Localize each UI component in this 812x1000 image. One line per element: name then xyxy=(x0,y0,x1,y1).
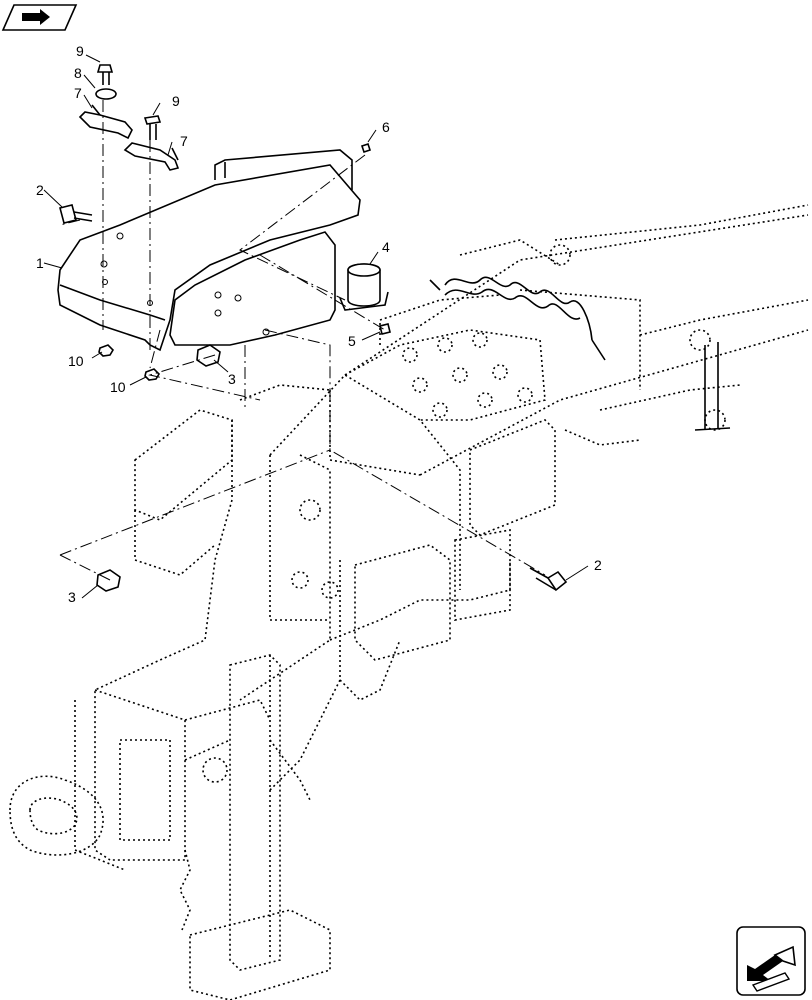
bolt-9-right xyxy=(143,115,162,140)
callout-3-upper: 3 xyxy=(228,371,236,387)
callout-9-right: 9 xyxy=(172,93,180,109)
callout-2-top: 2 xyxy=(36,182,44,198)
callout-7-left: 7 xyxy=(74,85,82,101)
drawbar-frame xyxy=(9,204,809,1000)
clamp-7-right xyxy=(123,142,180,171)
part-4-cylinder xyxy=(339,263,389,311)
callout-10-b: 10 xyxy=(110,379,126,395)
callout-1: 1 xyxy=(36,255,44,271)
nut-10-b xyxy=(144,368,161,381)
bolt-2-right xyxy=(529,567,568,592)
nut-3-upper xyxy=(196,344,221,367)
screw-6 xyxy=(360,142,372,154)
tension-spring xyxy=(429,276,606,361)
callout-9-left: 9 xyxy=(76,43,84,59)
leader-lines xyxy=(43,54,589,599)
bolt-9-left xyxy=(96,64,114,85)
callout-3-lower: 3 xyxy=(68,589,76,605)
direction-arrow-icon[interactable] xyxy=(735,925,807,997)
washer-8 xyxy=(95,88,117,100)
clamp-7-left xyxy=(78,104,133,140)
assembly-centerlines xyxy=(59,100,546,581)
callout-2-right: 2 xyxy=(594,557,602,573)
bolt-2-top xyxy=(59,204,93,224)
nut-3-lower xyxy=(96,569,121,592)
screw-5 xyxy=(379,323,391,335)
callout-7-right: 7 xyxy=(180,133,188,149)
callouts: 9 8 7 9 7 2 1 10 10 3 6 4 5 2 3 xyxy=(36,43,602,605)
nut-10-a xyxy=(98,344,115,357)
callout-10-a: 10 xyxy=(68,353,84,369)
callout-8: 8 xyxy=(74,65,82,81)
callout-4: 4 xyxy=(382,239,390,255)
callout-6: 6 xyxy=(382,119,390,135)
callout-5: 5 xyxy=(348,333,356,349)
